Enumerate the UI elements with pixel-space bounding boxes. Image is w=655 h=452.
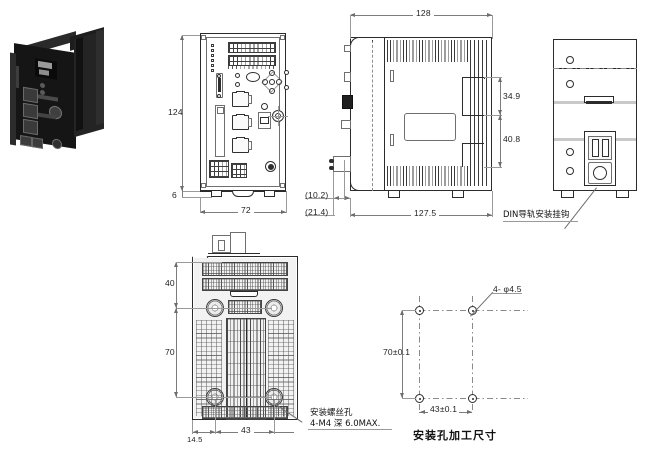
dim-cutout-vertical-line [402, 310, 403, 398]
right-view-body [553, 39, 637, 191]
front-oval-indicator [246, 72, 260, 82]
front-bottom-terminal-2 [231, 163, 247, 178]
right-view-hole-1 [566, 56, 574, 64]
side-vent-top [387, 40, 469, 62]
rear-fins-left [196, 320, 222, 416]
dim-rear-hole-pitch: 43 [238, 426, 254, 435]
dim-side-upper-line [500, 77, 501, 115]
dim-side-top-width: 128 [413, 9, 434, 18]
dim-rear-top-height: 40 [165, 278, 175, 288]
dim-rear-edge-offset: 14.5 [187, 435, 203, 444]
dim-cutout-horizontal: 43±0.1 [428, 404, 460, 414]
screw-hole-label-2: 4-M4 深 6.0MAX. [310, 419, 381, 429]
dim-front-foot: 6 [172, 190, 177, 200]
cutout-hole-tr [468, 306, 477, 315]
cutout-hole-br [468, 394, 477, 403]
dim-side-bottom-width: 127.5 [411, 209, 440, 218]
front-bottom-terminal-1 [209, 160, 229, 178]
dim-side-lower-line [500, 115, 501, 167]
front-card-slot [215, 105, 225, 157]
rear-vent-top2 [202, 278, 288, 291]
dim-side-offset-b: (21.4) [305, 207, 329, 217]
cutout-caption: 安装孔加工尺寸 [413, 429, 497, 442]
dim-rear-mid-line [176, 308, 177, 397]
front-indicator-b [235, 82, 240, 87]
cutout-hole-spec: 4- φ4.5 [493, 284, 522, 294]
dim-side-upper-height: 34.9 [503, 91, 521, 101]
dim-front-height: 124 [168, 107, 183, 117]
dim-side-lower-height: 40.8 [503, 134, 521, 144]
side-label-plate [404, 113, 456, 141]
cutout-hole-leader [470, 291, 494, 317]
right-view-hole-3 [566, 148, 574, 156]
front-port-2 [232, 113, 249, 130]
front-port-3 [232, 136, 249, 153]
dim-front-height-line [182, 35, 183, 191]
front-terminal-block-lower [228, 55, 276, 66]
dim-rear-mid-height: 70 [165, 347, 175, 357]
rear-vent-top [202, 262, 288, 276]
dim-cutout-vertical: 70±0.1 [383, 347, 411, 357]
cutout-centerline-top [406, 310, 528, 311]
cutout-hole-bl [415, 394, 424, 403]
rear-fins-right [268, 320, 294, 416]
screw-hole-label-1: 安装螺丝孔 [310, 408, 353, 418]
dim-front-width: 72 [238, 206, 254, 215]
dim-side-offset-a: (10.2) [305, 190, 329, 200]
din-rail-label: DIN导轨安装挂钩 [503, 210, 570, 220]
front-din-latch [232, 191, 254, 197]
front-port-1 [232, 90, 249, 107]
cutout-centerline-bottom [406, 398, 528, 399]
front-indicator-a [235, 73, 240, 78]
rear-handle-notch [230, 291, 258, 297]
side-vent-bottom [387, 166, 469, 186]
rear-vent-mid-small [228, 300, 262, 314]
right-view-hole-4 [566, 167, 574, 175]
front-terminal-block-upper [228, 42, 276, 53]
product-photo [8, 26, 116, 154]
cutout-hole-tl [415, 306, 424, 315]
cutout-centerline-left [419, 296, 420, 412]
right-view-hole-2 [566, 80, 574, 88]
dim-rear-top-line [176, 262, 177, 308]
cutout-centerline-right [472, 296, 473, 412]
rear-vent-bottom [202, 406, 288, 419]
side-plug [333, 156, 351, 172]
